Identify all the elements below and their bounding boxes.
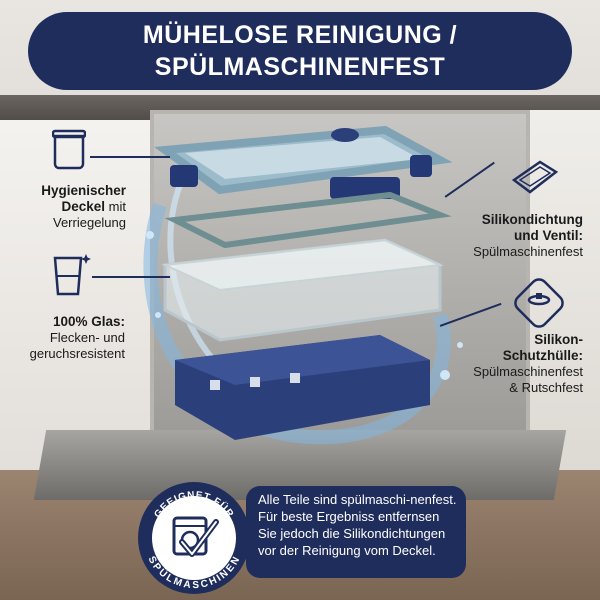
glass-icon (53, 254, 91, 296)
silicone-seal (164, 191, 452, 249)
feature-lid-title1: Hygienischer (41, 183, 126, 198)
feature-glass: 100% Glas: Flecken- und geruchsresistent (10, 314, 125, 362)
badge-inner (152, 496, 236, 580)
feature-seal-title2: und Ventil: (514, 228, 583, 243)
badge-lettering: GEEIGNET FÜR SPÜLMASCHINEN (146, 490, 242, 591)
feature-sleeve-title2: Schutzhülle: (502, 348, 583, 363)
header-line-2: SPÜLMASCHINENFEST (154, 53, 446, 81)
dishwasher-check-icon (172, 516, 219, 557)
feature-glass-sub2: geruchsresistent (29, 346, 125, 361)
header-line-1: MÜHELOSE REINIGUNG / (142, 21, 458, 49)
feature-seal-sub: Spülmaschinenfest (473, 244, 583, 259)
feature-glass-title: 100% Glas: (52, 314, 125, 329)
container-lid-icon (511, 160, 559, 194)
connector-line-lid (90, 156, 170, 158)
lid-icon (52, 129, 86, 170)
valve-icon (514, 278, 564, 328)
feature-sleeve-title1: Silikon- (534, 332, 583, 347)
feature-lid: Hygienischer Deckel mit Verriegelung (18, 183, 126, 231)
feature-sleeve-sub2: & Rutschfest (509, 380, 583, 395)
feature-lid-rest: mit (108, 199, 126, 214)
connector-line-glass (92, 276, 170, 278)
header-banner: MÜHELOSE REINIGUNG / SPÜLMASCHINENFEST (28, 12, 572, 90)
food-container-illustration (143, 125, 463, 445)
feature-sleeve: Silikon- Schutzhülle: Spülmaschinenfest … (465, 332, 583, 396)
feature-sleeve-sub1: Spülmaschinenfest (473, 364, 583, 379)
cabinet-right (520, 110, 600, 490)
feature-glass-sub1: Flecken- und (49, 330, 125, 345)
feature-lid-title2: Deckel (61, 199, 106, 214)
feature-lid-sub: Verriegelung (53, 215, 126, 230)
feature-seal-title1: Silikondichtung (481, 212, 583, 227)
feature-seal: Silikondichtung und Ventil: Spülmaschine… (458, 212, 583, 260)
cabinet-left (0, 120, 150, 480)
dishwasher-safe-badge: GEEIGNET FÜR SPÜLMASCHINEN (138, 482, 250, 594)
cleaning-note: Alle Teile sind spülmaschi-nenfest. Für … (246, 486, 466, 578)
